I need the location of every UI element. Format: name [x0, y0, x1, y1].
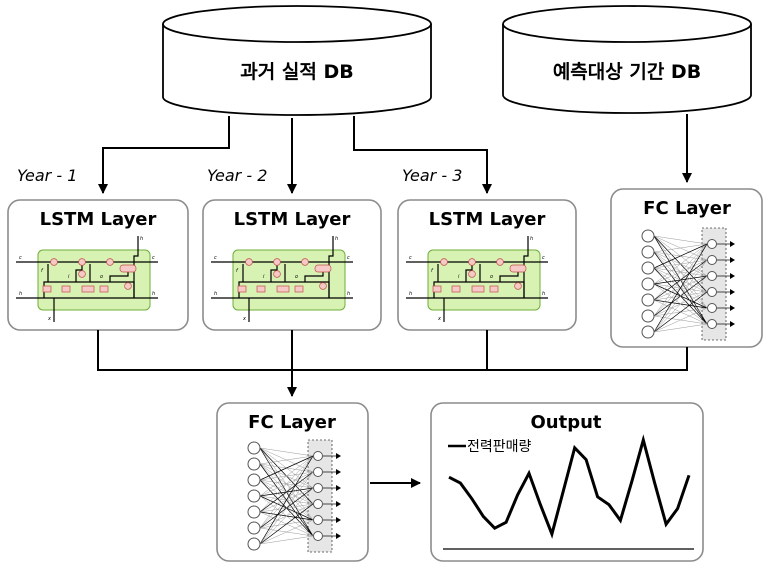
output-title: Output: [530, 412, 601, 433]
fc-output-node: [313, 451, 323, 461]
past-results-db: 과거 실적 DB: [162, 5, 432, 116]
fc-input-node: [641, 309, 655, 323]
fc-output-node: [707, 255, 717, 265]
fc-input-node: [247, 441, 261, 455]
forecast-period-db-label: 예측대상 기간 DB: [553, 61, 701, 83]
fc-output-node: [707, 271, 717, 281]
fc-input-node: [641, 245, 655, 259]
lstm-layer-2: LSTM Layer: [202, 199, 382, 331]
fc-network-bottom: [247, 439, 341, 553]
fc-input-node: [247, 521, 261, 535]
fc-layer-top: FC Layer: [610, 188, 763, 348]
fc-output-node: [707, 303, 717, 313]
legend-label: 전력판매량: [467, 439, 532, 455]
fc-output-node: [707, 239, 717, 249]
output-panel: Output 전력판매량: [430, 402, 704, 562]
fc-input-node: [247, 537, 261, 551]
db-connectors: [98, 114, 692, 194]
fc-layer-bottom: FC Layer: [216, 402, 369, 562]
arrow-to-lstm-3: [353, 116, 492, 194]
fc-input-node: [641, 293, 655, 307]
fc-network-top: [641, 227, 735, 341]
fc-layer-top-title: FC Layer: [643, 198, 731, 219]
lstm-layer-3-title: LSTM Layer: [429, 209, 546, 230]
lstm-layer-2-title: LSTM Layer: [234, 209, 351, 230]
lstm-layer-1-title: LSTM Layer: [40, 209, 157, 230]
fc-input-node: [641, 229, 655, 243]
fc-output-node: [313, 483, 323, 493]
lstm-layer-3: LSTM Layer: [397, 199, 577, 331]
fc-output-node: [313, 531, 323, 541]
fc-input-node: [247, 489, 261, 503]
fc-output-node: [707, 319, 717, 329]
year-label-2: Year - 2: [207, 166, 267, 185]
fc-input-node: [641, 261, 655, 275]
arrow-to-lstm-1: [98, 116, 230, 194]
fc-output-node: [313, 467, 323, 477]
year-label-1: Year - 1: [17, 166, 77, 185]
fc-input-node: [247, 505, 261, 519]
fc-layer-bottom-title: FC Layer: [248, 412, 336, 433]
fc-output-node: [313, 515, 323, 525]
fc-output-node: [707, 287, 717, 297]
fc-input-node: [641, 277, 655, 291]
year-label-3: Year - 3: [402, 166, 462, 185]
lstm-layer-1: LSTM Layer: [7, 199, 189, 331]
forecast-period-db: 예측대상 기간 DB: [502, 5, 752, 114]
fc-output-node: [313, 499, 323, 509]
fc-input-node: [641, 325, 655, 339]
fc-input-node: [247, 457, 261, 471]
output-series-line: [448, 434, 691, 539]
merge-connectors: [97, 330, 688, 397]
fc-input-node: [247, 473, 261, 487]
past-results-db-label: 과거 실적 DB: [240, 61, 353, 83]
